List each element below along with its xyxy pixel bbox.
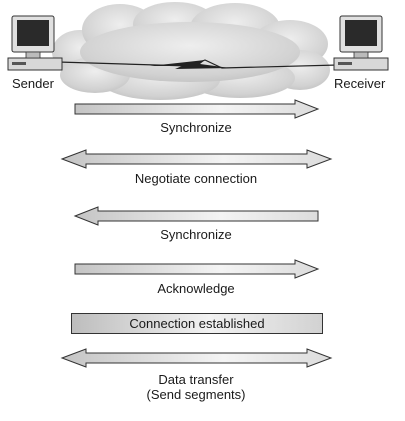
step-data-transfer-label: Data transfer — [158, 372, 234, 387]
acknowledge-right-arrow — [74, 259, 320, 279]
step-data-transfer-sublabel: (Send segments) — [146, 387, 246, 402]
sender-computer-icon — [7, 15, 63, 71]
synchronize-right-arrow — [74, 99, 320, 119]
lightning-link-icon — [57, 59, 339, 69]
step-negotiate-label: Negotiate connection — [134, 171, 258, 186]
step-synchronize-2-label: Synchronize — [160, 227, 232, 242]
cloud-icon — [52, 2, 330, 100]
step-synchronize-label: Synchronize — [160, 120, 232, 135]
step-acknowledge-label: Acknowledge — [157, 281, 235, 296]
connection-established-label: Connection established — [129, 316, 265, 331]
receiver-computer-icon — [333, 15, 389, 71]
synchronize-left-arrow — [73, 206, 319, 226]
data-transfer-double-arrow — [60, 348, 333, 368]
connection-established-banner: Connection established — [71, 313, 323, 334]
negotiate-double-arrow — [60, 149, 333, 169]
sender-label: Sender — [12, 76, 54, 91]
receiver-label: Receiver — [334, 76, 386, 91]
